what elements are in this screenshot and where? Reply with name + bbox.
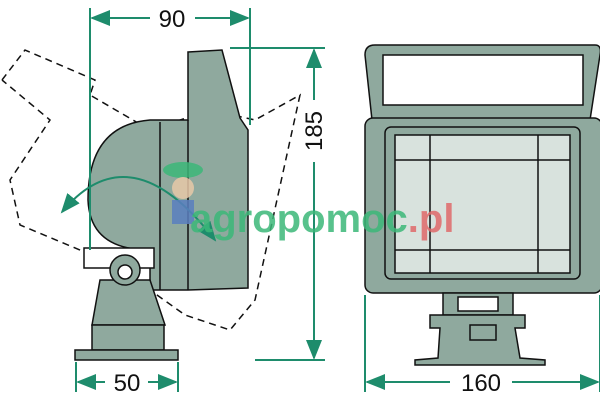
tilt-arrow	[60, 176, 217, 242]
dimension-front-width: 160	[461, 370, 501, 397]
dimension-width-side: 90	[159, 6, 186, 33]
watermark-tld: .pl	[408, 197, 455, 241]
watermark-text: agropomoc	[190, 197, 408, 241]
lamp-front-view	[364, 44, 600, 366]
watermark: agropomoc.pl	[190, 197, 454, 241]
watermark-logo: agropomoc.pl	[163, 162, 454, 241]
dimension-lines	[75, 8, 600, 392]
tilted-lamp-outline	[1, 49, 302, 331]
dimension-base-width: 50	[114, 370, 141, 397]
dimension-height: 185	[301, 111, 328, 151]
